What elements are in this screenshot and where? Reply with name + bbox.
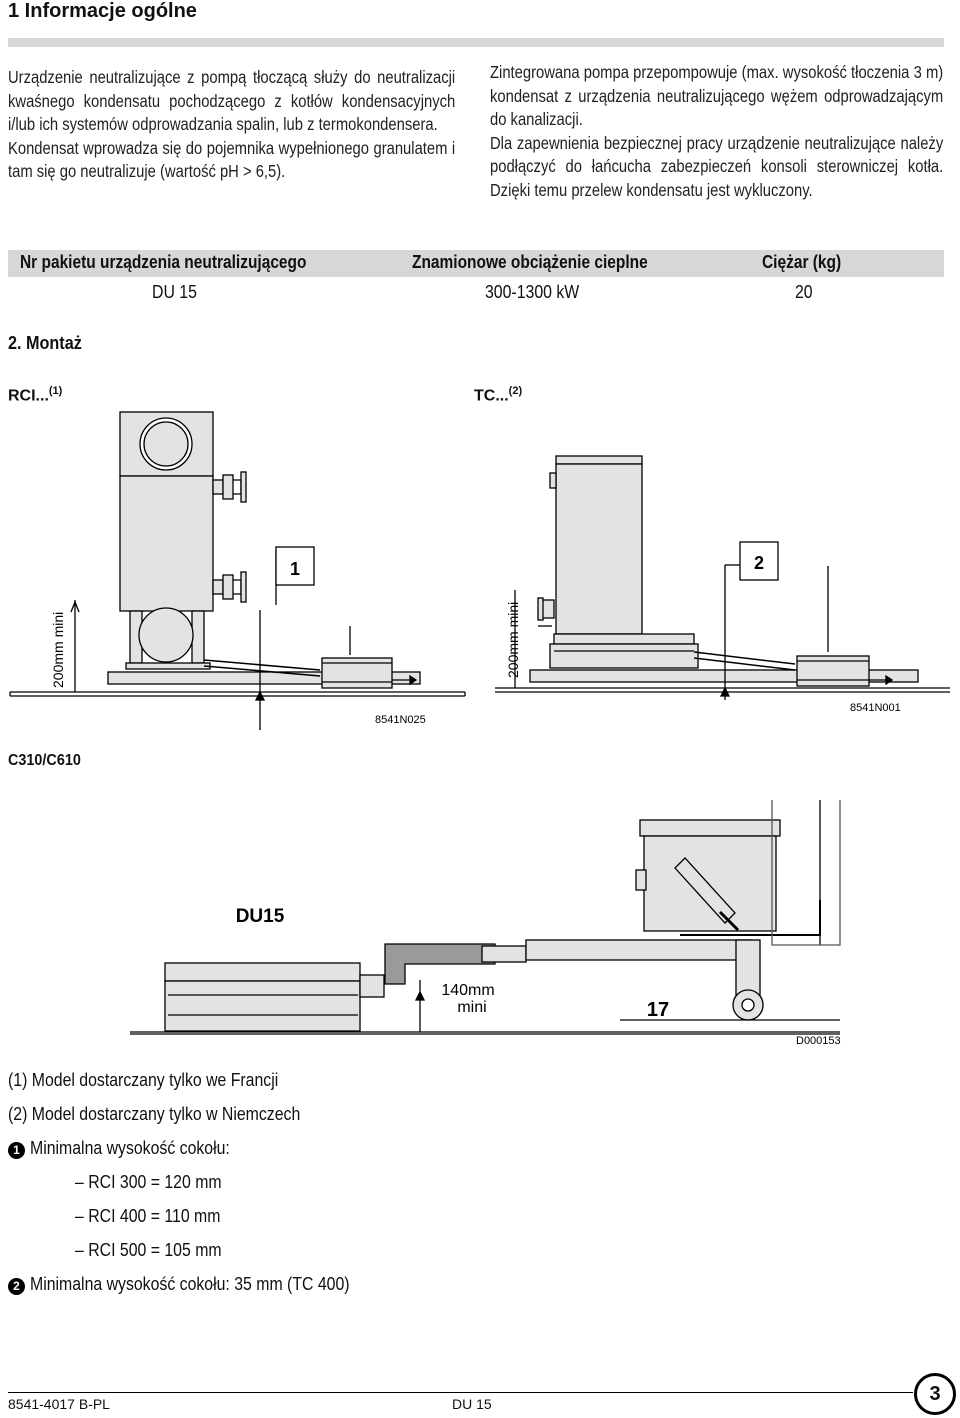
intro-paragraph: Kondensat wprowadza się do pojemnika wyp… [8, 137, 456, 182]
intro-paragraph: Urządzenie neutralizujące z pompą tłoczą… [8, 67, 456, 134]
section-rule [8, 38, 944, 47]
dim-label-bottom: 140mm [441, 982, 494, 999]
page-number: 3 [914, 1373, 956, 1415]
rci-label: RCI...(1) [8, 385, 63, 405]
du15-connection-drawing: DU15 140mm mini 17 D000153 [130, 800, 841, 1047]
table-header-bar [8, 250, 944, 277]
footer-doc-number: 8541-4017 B-PL [8, 1396, 110, 1412]
note-france: (1) Model dostarczany tylko we Francji [8, 1070, 279, 1090]
note-rci-400: – RCI 400 = 110 mm [75, 1206, 221, 1226]
table-cell: 20 [795, 282, 813, 302]
circled-number-2-icon: 2 [8, 1278, 25, 1295]
drawing-code-bottom: D000153 [796, 1035, 841, 1047]
marker-2: 2 [754, 553, 764, 573]
section-title: 1 Informacje ogólne [8, 0, 197, 22]
table-header-cell: Ciężar (kg) [762, 252, 842, 272]
intro-paragraph: Zintegrowana pompa przepompowuje (max. w… [490, 62, 944, 129]
footer-model: DU 15 [452, 1396, 492, 1412]
table-header-cell: Znamionowe obciążenie cieplne [412, 252, 648, 272]
note-germany: (2) Model dostarczany tylko w Niemczech [8, 1104, 301, 1124]
intro-left-column: Urządzenie neutralizujące z pompą tłoczą… [8, 66, 455, 184]
drawing-code-right: 8541N001 [850, 702, 901, 714]
intro-paragraph: Dla zapewnienia bezpiecznej pracy urządz… [490, 132, 944, 200]
mount-title: 2. Montaż [8, 333, 82, 353]
part-number-17: 17 [647, 999, 669, 1021]
dim-label-bottom: mini [457, 999, 486, 1016]
table-cell: DU 15 [152, 282, 197, 302]
marker-1: 1 [290, 559, 300, 579]
table-header-cell: Nr pakietu urządzenia neutralizującego [20, 252, 307, 272]
note-rci-500: – RCI 500 = 105 mm [75, 1240, 222, 1260]
drawing-code-left: 8541N025 [375, 714, 426, 726]
table-cell: 300-1300 kW [485, 282, 580, 302]
tc-label: TC...(2) [474, 385, 523, 405]
note-min-height: Minimalna wysokość cokołu: [30, 1138, 230, 1158]
note-rci-300: – RCI 300 = 120 mm [75, 1172, 222, 1192]
note-tc-min-height: Minimalna wysokość cokołu: 35 mm (TC 400… [30, 1274, 350, 1294]
dim-label-left: 200mm mini [50, 612, 66, 688]
footer-rule [8, 1392, 913, 1393]
rci-installation-drawing: 200mm mini 1 8541N025 [9, 411, 466, 730]
circled-number-1-icon: 1 [8, 1142, 25, 1159]
intro-right-column: Zintegrowana pompa przepompowuje (max. w… [490, 61, 943, 202]
c310-label: C310/C610 [8, 752, 81, 769]
du15-drawing-label: DU15 [236, 906, 285, 927]
dim-label-right: 200mm mini [505, 602, 521, 678]
tc-installation-drawing: 200mm mini 2 8541N001 [495, 455, 950, 714]
